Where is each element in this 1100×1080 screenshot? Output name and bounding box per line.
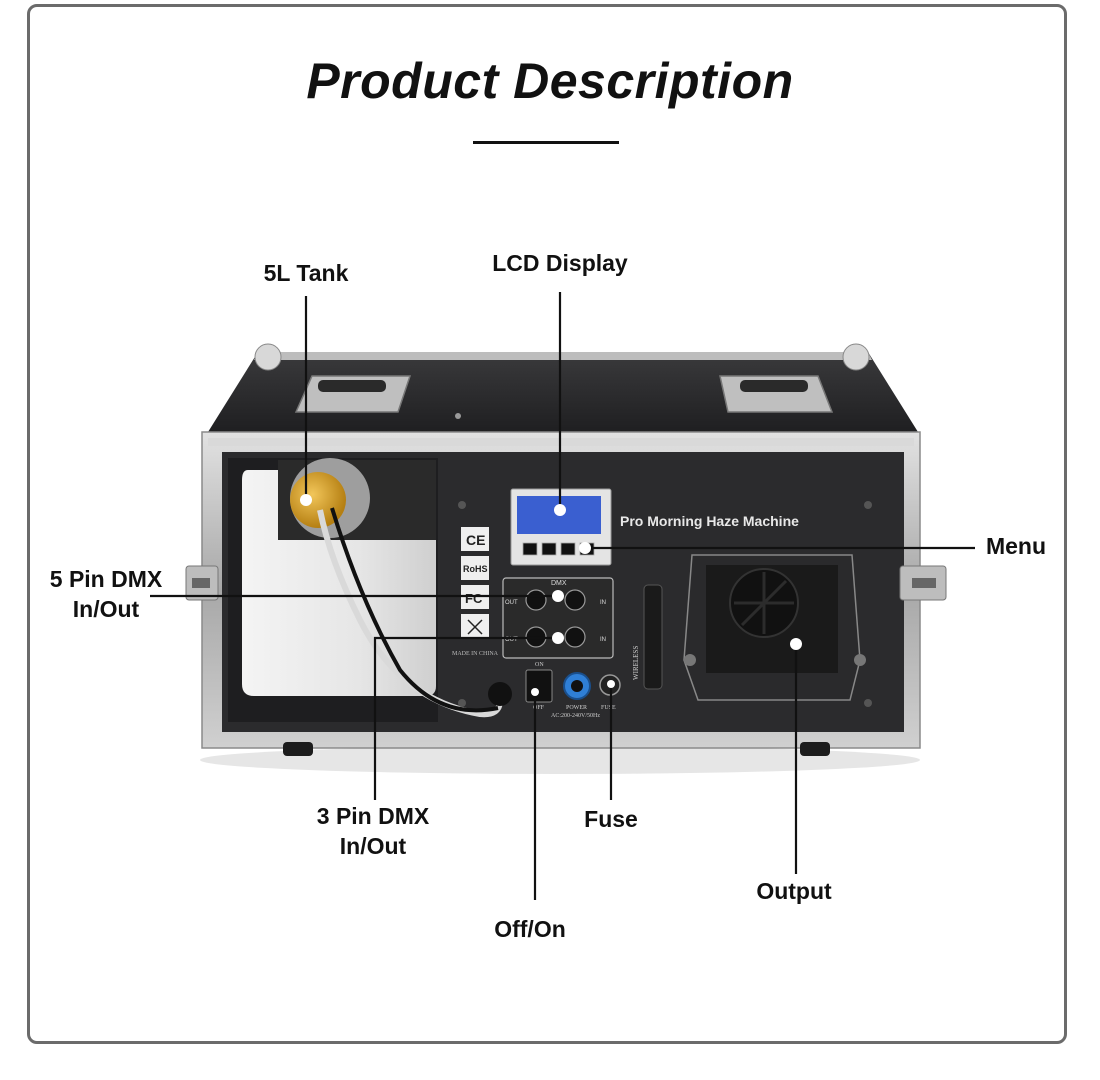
callout-fuse: Fuse bbox=[584, 806, 638, 832]
callout-output: Output bbox=[756, 878, 832, 904]
side-latch-left bbox=[185, 565, 219, 601]
dot-lcd bbox=[554, 504, 566, 516]
dmx-plate-label: DMX bbox=[551, 580, 567, 587]
wireless-receiver bbox=[643, 584, 663, 690]
wireless-label: WIRELESS bbox=[632, 646, 640, 680]
side-latch-right bbox=[899, 565, 947, 601]
voltage-label: AC:200-240V/50Hz bbox=[551, 713, 600, 719]
callout-dmx5-line1: 5 Pin DMX bbox=[49, 566, 163, 592]
port-out-3pin: OUT bbox=[505, 637, 518, 643]
dot-dmx3 bbox=[552, 632, 564, 644]
fuse-panel-label: FUSE bbox=[601, 705, 616, 711]
leader-dmx3 bbox=[373, 636, 558, 800]
port-out-5pin: OUT bbox=[505, 600, 518, 606]
panel-brand-text: Pro Morning Haze Machine bbox=[620, 513, 799, 529]
corner-ball-left bbox=[254, 343, 282, 371]
floor-shadow bbox=[200, 746, 920, 774]
dot-fuse bbox=[607, 680, 615, 688]
callout-tank: 5L Tank bbox=[263, 260, 349, 286]
corner-ball-right bbox=[842, 343, 870, 371]
cert-ce: CE bbox=[466, 532, 485, 548]
switch-on-label: ON bbox=[535, 662, 544, 668]
dot-tank bbox=[300, 494, 312, 506]
power-switch bbox=[525, 669, 553, 703]
lid-handle-right bbox=[719, 375, 834, 413]
foot-right bbox=[800, 742, 830, 756]
dot-offon bbox=[531, 688, 539, 696]
cert-fc: FC bbox=[465, 591, 483, 606]
lid-handle-left bbox=[294, 375, 412, 413]
switch-off-label: OFF bbox=[533, 705, 545, 711]
callout-lcd: LCD Display bbox=[492, 250, 628, 276]
dot-dmx5 bbox=[552, 590, 564, 602]
callout-dmx3-line2: In/Out bbox=[339, 833, 407, 859]
dot-output bbox=[790, 638, 802, 650]
callout-menu: Menu bbox=[985, 533, 1047, 559]
page-title: Product Description bbox=[306, 53, 794, 109]
port-in-3pin: IN bbox=[600, 637, 606, 643]
title-underline bbox=[473, 141, 619, 144]
fluid-tube bbox=[317, 509, 503, 718]
dot-menu bbox=[579, 542, 591, 554]
port-in-5pin: IN bbox=[600, 600, 606, 606]
callout-offon: Off/On bbox=[494, 916, 566, 942]
callout-dmx5-line2: In/Out bbox=[72, 596, 140, 622]
foot-left bbox=[283, 742, 313, 756]
case-top-rim bbox=[254, 352, 872, 360]
cert-rohs: RoHS bbox=[463, 564, 488, 574]
callout-dmx3-line1: 3 Pin DMX bbox=[316, 803, 430, 829]
power-label: POWER bbox=[566, 705, 587, 711]
made-in-text: MADE IN CHINA bbox=[452, 651, 499, 657]
